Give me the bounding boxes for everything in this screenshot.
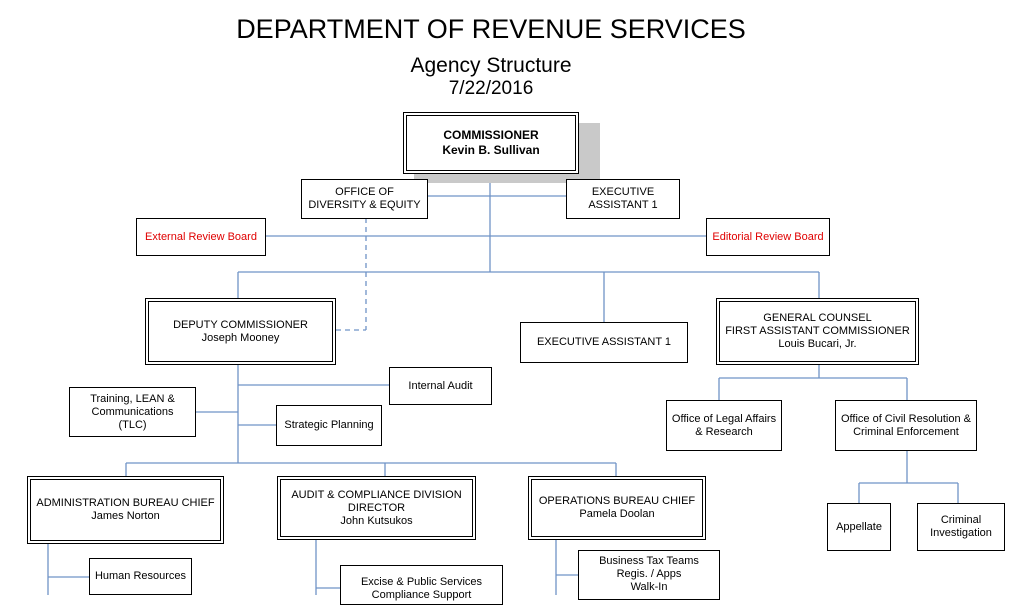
- tlc-line2: Communications: [91, 405, 174, 418]
- business-tax-teams-line3: Walk-In: [630, 581, 668, 593]
- exec-assistant-top-line1: EXECUTIVE: [591, 186, 655, 198]
- commissioner-name: Kevin B. Sullivan: [442, 143, 540, 157]
- internal-audit-label: Internal Audit: [408, 379, 473, 392]
- business-tax-teams-line1: Business Tax Teams: [599, 555, 699, 567]
- operations-bureau-box: OPERATIONS BUREAU CHIEF Pamela Doolan: [528, 476, 706, 540]
- legal-affairs-line2: & Research: [695, 425, 753, 438]
- external-review-board-label: External Review Board: [145, 230, 257, 243]
- deputy-commissioner-title: DEPUTY COMMISSIONER: [173, 318, 308, 331]
- tlc-line3: (TLC): [118, 418, 147, 431]
- general-counsel-line1: GENERAL COUNSEL: [763, 312, 872, 324]
- deputy-commissioner-name: Joseph Mooney: [201, 331, 280, 344]
- strategic-planning-box: Strategic Planning: [276, 405, 382, 446]
- audit-compliance-name: John Kutsukos: [340, 514, 413, 527]
- page-date: 7/22/2016: [448, 78, 534, 99]
- internal-audit-box: Internal Audit: [389, 367, 492, 405]
- administration-bureau-box: ADMINISTRATION BUREAU CHIEF James Norton: [27, 476, 224, 544]
- exec-assistant-top-line2: ASSISTANT 1: [588, 199, 658, 211]
- civil-resolution-box: Office of Civil Resolution & Criminal En…: [835, 400, 977, 451]
- civil-resolution-line1: Office of Civil Resolution &: [840, 412, 972, 425]
- administration-bureau-name: James Norton: [91, 510, 160, 522]
- excise-public-services-line2: Compliance Support: [371, 589, 472, 601]
- general-counsel-line2: FIRST ASSISTANT COMMISSIONER: [725, 325, 910, 337]
- appellate-box: Appellate: [827, 503, 891, 551]
- civil-resolution-line2: Criminal Enforcement: [853, 425, 959, 438]
- strategic-planning-label: Strategic Planning: [284, 419, 374, 431]
- commissioner-box: COMMISSIONER Kevin B. Sullivan: [403, 112, 579, 174]
- commissioner-title: COMMISSIONER: [443, 128, 539, 142]
- tlc-box: Training, LEAN & Communications (TLC): [69, 387, 196, 437]
- audit-compliance-line1: AUDIT & COMPLIANCE DIVISION: [291, 488, 462, 501]
- editorial-review-board-label: Editorial Review Board: [712, 230, 824, 243]
- page-title: DEPARTMENT OF REVENUE SERVICES: [236, 14, 746, 44]
- general-counsel-box: GENERAL COUNSEL FIRST ASSISTANT COMMISSI…: [716, 298, 919, 365]
- business-tax-teams-box: Business Tax Teams Regis. / Apps Walk-In: [578, 550, 720, 600]
- human-resources-box: Human Resources: [89, 558, 192, 595]
- criminal-investigation-line1: Criminal: [940, 514, 982, 526]
- diversity-box: OFFICE OF DIVERSITY & EQUITY: [301, 179, 428, 219]
- audit-compliance-division-box: AUDIT & COMPLIANCE DIVISION DIRECTOR Joh…: [277, 476, 476, 540]
- legal-affairs-line1: Office of Legal Affairs: [671, 412, 777, 425]
- tlc-line1: Training, LEAN &: [90, 392, 175, 405]
- deputy-commissioner-box: DEPUTY COMMISSIONER Joseph Mooney: [145, 298, 336, 365]
- diversity-line2: DIVERSITY & EQUITY: [308, 199, 421, 211]
- external-review-board-box: External Review Board: [136, 218, 266, 256]
- diversity-line1: OFFICE OF: [335, 186, 394, 198]
- human-resources-label: Human Resources: [94, 570, 187, 582]
- exec-assistant-top-box: EXECUTIVE ASSISTANT 1: [566, 179, 680, 219]
- audit-compliance-line2: DIRECTOR: [347, 501, 406, 514]
- criminal-investigation-line2: Investigation: [930, 527, 992, 539]
- appellate-label: Appellate: [836, 520, 882, 533]
- exec-assistant-mid-box: EXECUTIVE ASSISTANT 1: [520, 322, 688, 363]
- general-counsel-name: Louis Bucari, Jr.: [778, 338, 857, 350]
- criminal-investigation-box: Criminal Investigation: [917, 503, 1005, 551]
- excise-public-services-line1: Excise & Public Services: [360, 576, 483, 588]
- exec-assistant-mid-label: EXECUTIVE ASSISTANT 1: [536, 336, 672, 348]
- excise-public-services-box: Excise & Public Services Compliance Supp…: [340, 565, 503, 605]
- operations-bureau-title: OPERATIONS BUREAU CHIEF: [538, 495, 696, 507]
- administration-bureau-title: ADMINISTRATION BUREAU CHIEF: [36, 497, 215, 509]
- operations-bureau-name: Pamela Doolan: [579, 508, 655, 520]
- page-subtitle: Agency Structure: [410, 54, 572, 77]
- editorial-review-board-box: Editorial Review Board: [706, 218, 830, 256]
- business-tax-teams-line2: Regis. / Apps: [616, 568, 682, 580]
- legal-affairs-box: Office of Legal Affairs & Research: [666, 400, 782, 451]
